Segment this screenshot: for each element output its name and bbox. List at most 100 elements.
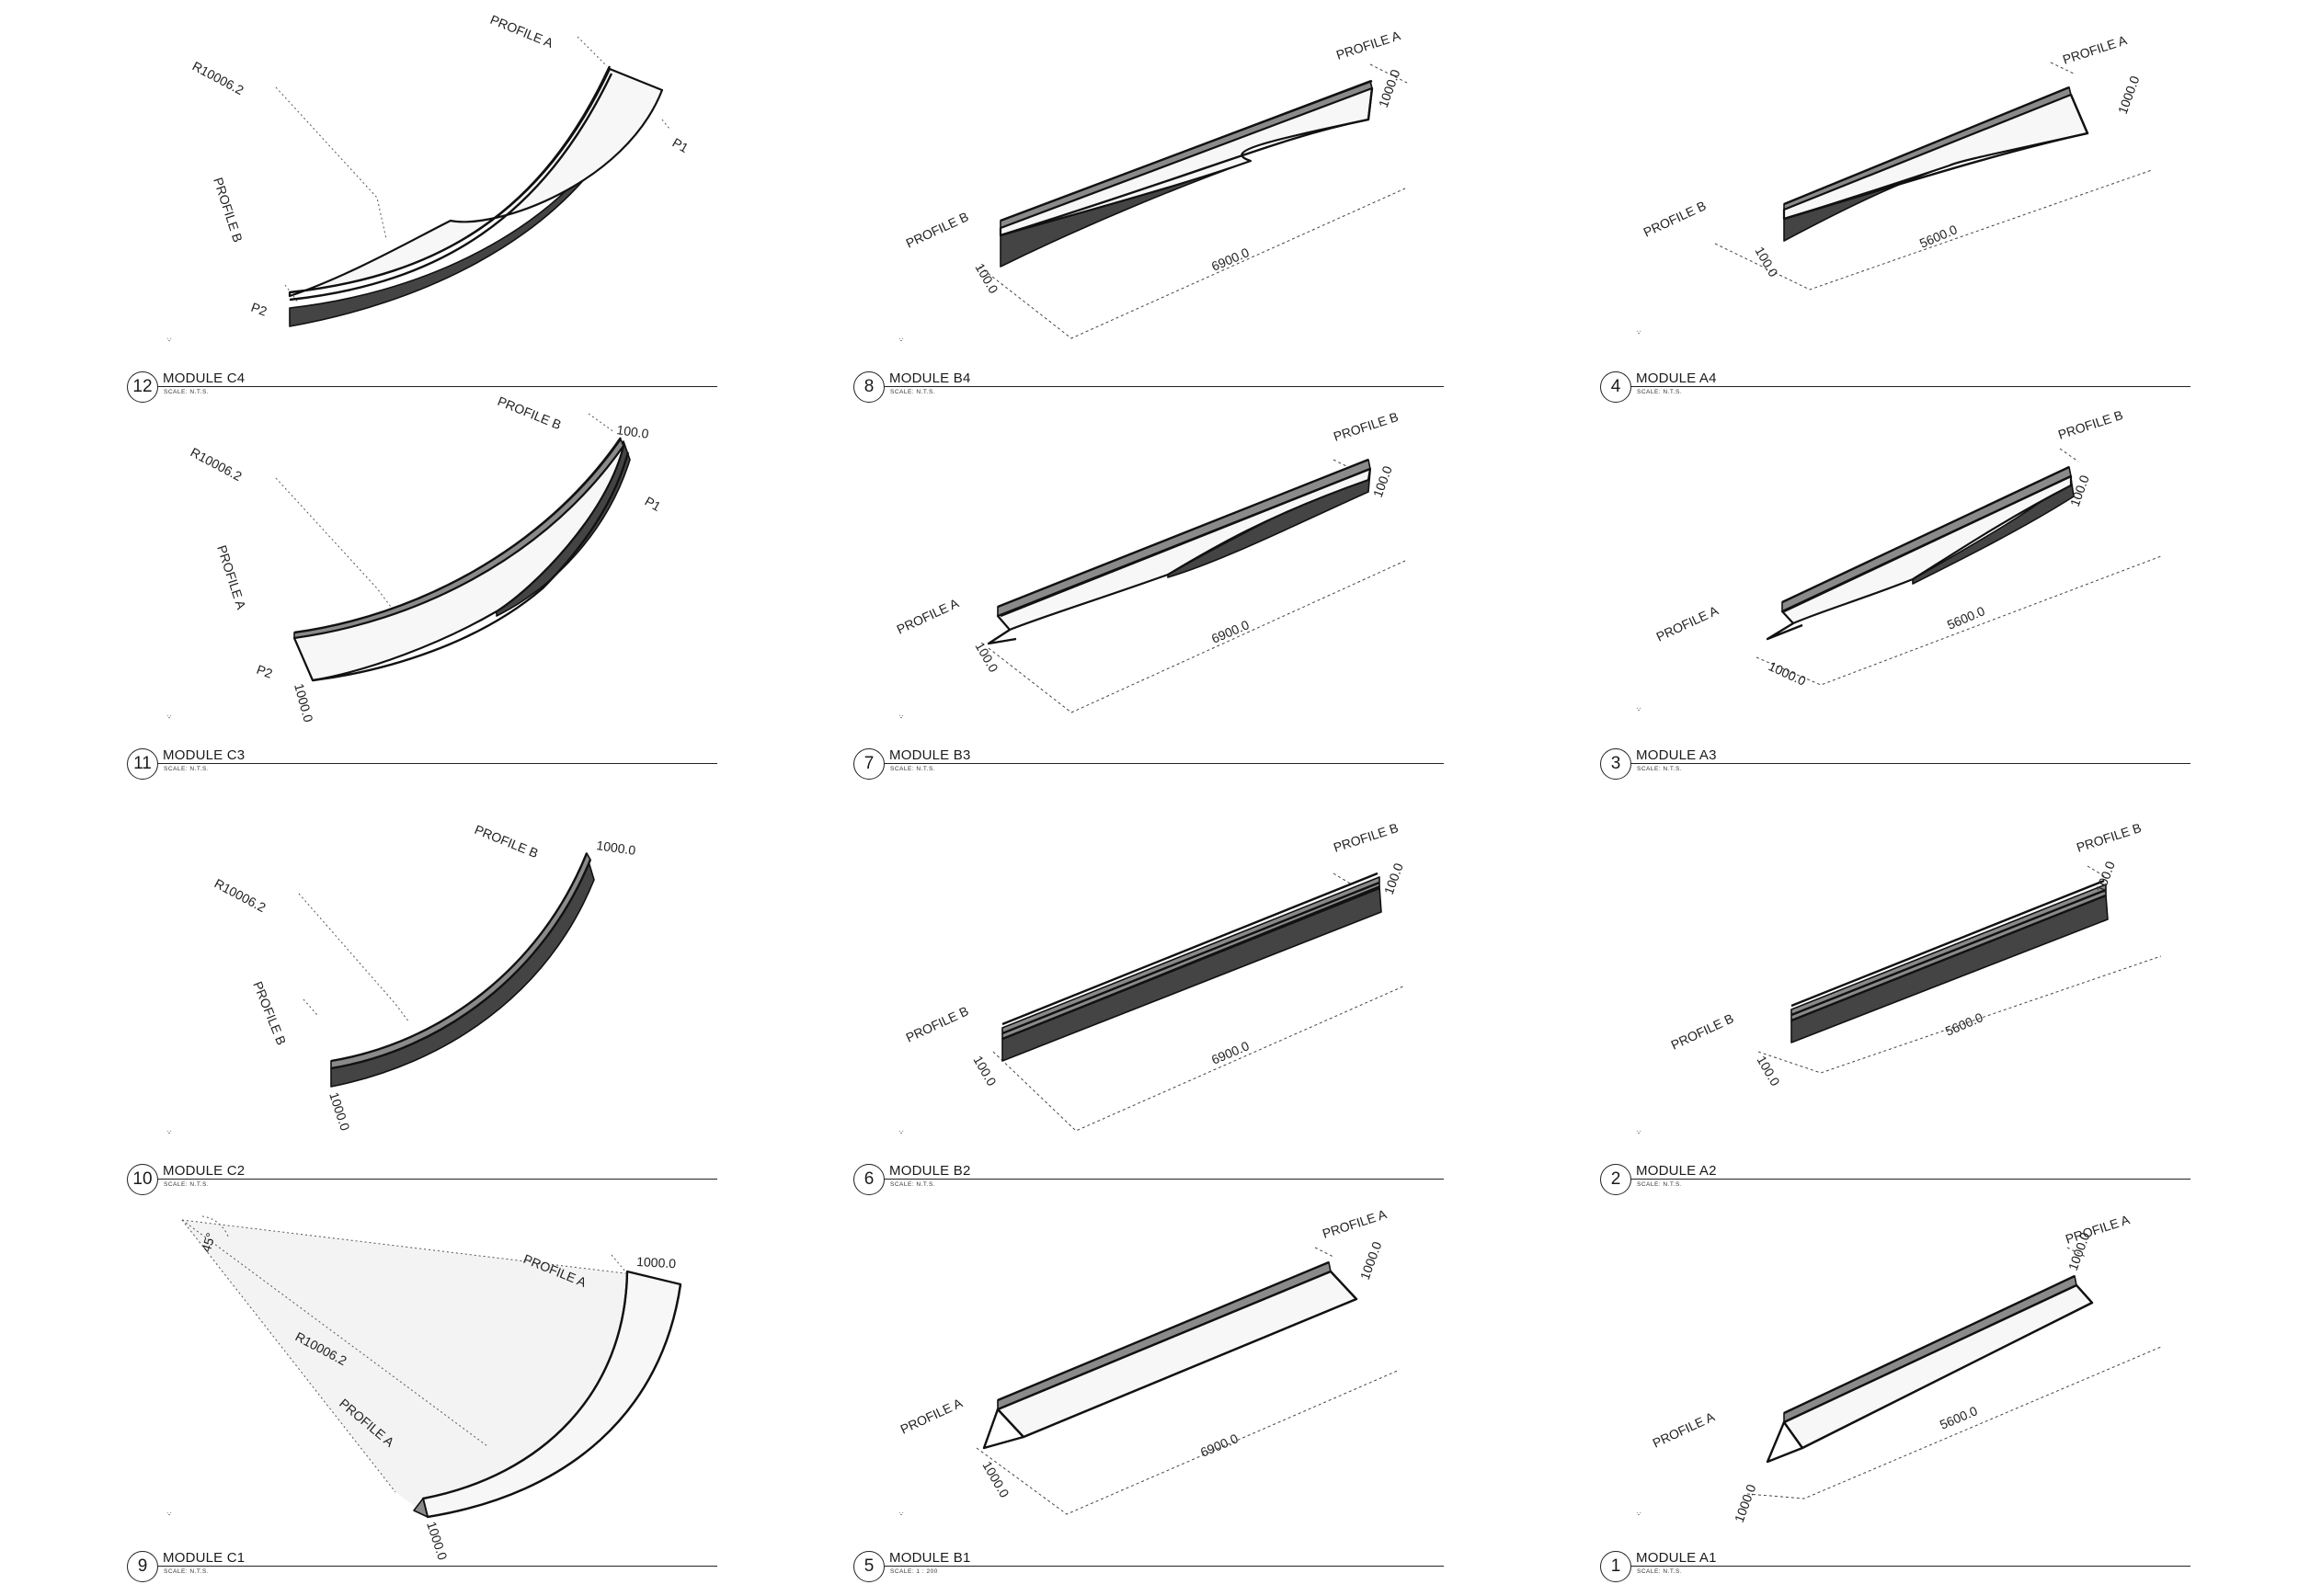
scale-label: SCALE: N.T.S. (1637, 1568, 1683, 1575)
drawing-number: 9 (127, 1551, 158, 1582)
scale-label: SCALE: N.T.S. (890, 389, 936, 395)
b2-profile-b-label-2: PROFILE B (904, 1003, 971, 1044)
module-c4-drawing: PROFILE A R10006.2 PROFILE B P1 P2 (110, 0, 864, 409)
c3-radius-label: R10006.2 (189, 445, 245, 484)
a1-profile-a-label-2: PROFILE A (1651, 1408, 1718, 1450)
a4-profile-b-label: PROFILE B (1641, 198, 1709, 239)
c3-profile-a-label: PROFILE A (214, 543, 249, 611)
module-b3-title-block: 7 MODULE B3 SCALE: N.T.S. (853, 747, 1444, 780)
drawing-number: 2 (1600, 1164, 1631, 1195)
a3-profile-a-label: PROFILE A (1654, 602, 1721, 644)
b3-height-label: 100.0 (1370, 463, 1395, 499)
module-c2-drawing: PROFILE B 1000.0 R10006.2 PROFILE B 1000… (110, 792, 864, 1202)
drawing-number: 1 (1600, 1551, 1631, 1582)
a2-profile-b-label-2: PROFILE B (1669, 1010, 1736, 1052)
drawing-number: 11 (127, 748, 158, 780)
a2-height-label: 100.0 (2093, 859, 2118, 895)
module-c1-title-block: 9 MODULE C1 SCALE: N.T.S. (127, 1550, 717, 1582)
b2-flange-label: 100.0 (970, 1054, 999, 1089)
b1-profile-a-label: PROFILE A (1321, 1206, 1389, 1241)
a2-profile-b-label: PROFILE B (2075, 820, 2144, 855)
scale-label: SCALE: N.T.S. (1637, 1181, 1683, 1188)
scale-label: SCALE: N.T.S. (164, 1181, 210, 1188)
module-a3-title-block: 3 MODULE A3 SCALE: N.T.S. (1600, 747, 2190, 780)
c4-profile-b-label: PROFILE B (211, 176, 246, 245)
c1-angle-label: 45° (199, 1231, 219, 1254)
module-c3-drawing: PROFILE B 100.0 R10006.2 P1 PROFILE A P2… (110, 377, 864, 786)
module-a4-geometry: PROFILE A 1000.0 PROFILE B 100.0 5600.0 (1636, 32, 2153, 336)
scale-label: SCALE: 1 : 200 (890, 1568, 938, 1575)
module-c1-drawing: 45° PROFILE A 1000.0 R10006.2 PROFILE A … (110, 1181, 864, 1590)
b4-profile-a-label: PROFILE A (1334, 28, 1402, 63)
module-title: MODULE B2 (889, 1163, 971, 1179)
module-b2-title-block: 6 MODULE B2 SCALE: N.T.S. (853, 1163, 1444, 1195)
module-c2-geometry: PROFILE B 1000.0 R10006.2 PROFILE B 1000… (166, 822, 636, 1135)
module-b4-geometry: PROFILE A 1000.0 PROFILE B 100.0 6900.0 (898, 28, 1408, 343)
c4-p2-label: P2 (249, 300, 269, 319)
module-title: MODULE C2 (163, 1163, 246, 1179)
module-c1-geometry: 45° PROFILE A 1000.0 R10006.2 PROFILE A … (166, 1215, 682, 1562)
c2-profile-b-label-2: PROFILE B (250, 979, 289, 1047)
module-b2-drawing: PROFILE B 100.0 PROFILE B 6900.0 100.0 (837, 792, 1591, 1202)
module-c4-geometry: PROFILE A R10006.2 PROFILE B P1 P2 (166, 12, 692, 343)
c4-radius-label: R10006.2 (190, 59, 246, 98)
c4-p1-label: P1 (670, 135, 692, 156)
module-a2-drawing: PROFILE B 100.0 PROFILE B 5600.0 100.0 (1563, 792, 2299, 1202)
module-title: MODULE C3 (163, 747, 246, 763)
scale-label: SCALE: N.T.S. (1637, 389, 1683, 395)
module-b4-drawing: PROFILE A 1000.0 PROFILE B 100.0 6900.0 (837, 0, 1591, 409)
a2-length-label: 5600.0 (1943, 1009, 1985, 1039)
module-b4-title-block: 8 MODULE B4 SCALE: N.T.S. (853, 370, 1444, 403)
b4-profile-b-label: PROFILE B (904, 209, 971, 250)
a3-length-label: 5600.0 (1945, 603, 1987, 633)
a4-length-label: 5600.0 (1917, 222, 1960, 251)
module-c4-title-block: 12 MODULE C4 SCALE: N.T.S. (127, 370, 717, 403)
a3-width-label: 1000.0 (1767, 658, 1809, 689)
b3-flange-label: 100.0 (972, 640, 1001, 676)
c3-profile-b-label: PROFILE B (496, 393, 564, 432)
b3-profile-b-label: PROFILE B (1332, 409, 1401, 444)
module-a4-drawing: PROFILE A 1000.0 PROFILE B 100.0 5600.0 (1563, 0, 2299, 409)
c3-p2-label: P2 (255, 662, 275, 681)
b3-profile-a-label: PROFILE A (895, 595, 962, 636)
c3-width-label: 1000.0 (292, 682, 316, 724)
module-title: MODULE C1 (163, 1550, 246, 1566)
b4-height-label: 1000.0 (1376, 67, 1403, 109)
module-a1-title-block: 1 MODULE A1 SCALE: N.T.S. (1600, 1550, 2190, 1582)
module-b1-drawing: PROFILE A 1000.0 PROFILE A 6900.0 1000.0 (837, 1181, 1591, 1590)
b1-profile-a-label-2: PROFILE A (898, 1395, 966, 1436)
b1-width-label: 1000.0 (1357, 1239, 1385, 1282)
module-a1-drawing: PROFILE A 1000.0 PROFILE A 5600.0 1000.0 (1563, 1181, 2299, 1590)
module-b3-geometry: PROFILE B 100.0 PROFILE A 6900.0 100.0 (895, 409, 1406, 720)
c2-bottom-width-label: 1000.0 (326, 1090, 353, 1133)
drawing-number: 4 (1600, 371, 1631, 403)
module-title: MODULE B1 (889, 1550, 971, 1566)
module-a2-title-block: 2 MODULE A2 SCALE: N.T.S. (1600, 1163, 2190, 1195)
drawing-number: 5 (853, 1551, 885, 1582)
module-title: MODULE A4 (1636, 370, 1717, 386)
a4-profile-a-label: PROFILE A (2061, 32, 2129, 67)
scale-label: SCALE: N.T.S. (164, 1568, 210, 1575)
module-b1-title-block: 5 MODULE B1 SCALE: 1 : 200 (853, 1550, 1444, 1582)
drawing-number: 10 (127, 1164, 158, 1195)
drawing-number: 12 (127, 371, 158, 403)
b4-flange-label: 100.0 (972, 261, 1001, 297)
c1-width-label: 1000.0 (636, 1254, 677, 1271)
module-title: MODULE A2 (1636, 1163, 1717, 1179)
a3-profile-b-label: PROFILE B (2056, 407, 2125, 442)
module-title: MODULE B3 (889, 747, 971, 763)
a1-length-label: 5600.0 (1938, 1403, 1980, 1432)
module-a4-title-block: 4 MODULE A4 SCALE: N.T.S. (1600, 370, 2190, 403)
b2-profile-b-label: PROFILE B (1332, 820, 1401, 855)
module-c2-title-block: 10 MODULE C2 SCALE: N.T.S. (127, 1163, 717, 1195)
b2-height-label: 100.0 (1381, 861, 1406, 896)
module-title: MODULE A3 (1636, 747, 1717, 763)
module-b3-drawing: PROFILE B 100.0 PROFILE A 6900.0 100.0 (837, 377, 1591, 786)
scale-label: SCALE: N.T.S. (1637, 766, 1683, 772)
drawing-number: 8 (853, 371, 885, 403)
drawing-number: 3 (1600, 748, 1631, 780)
b1-length-label: 6900.0 (1198, 1431, 1241, 1460)
module-title: MODULE A1 (1636, 1550, 1717, 1566)
b3-length-label: 6900.0 (1209, 617, 1252, 646)
